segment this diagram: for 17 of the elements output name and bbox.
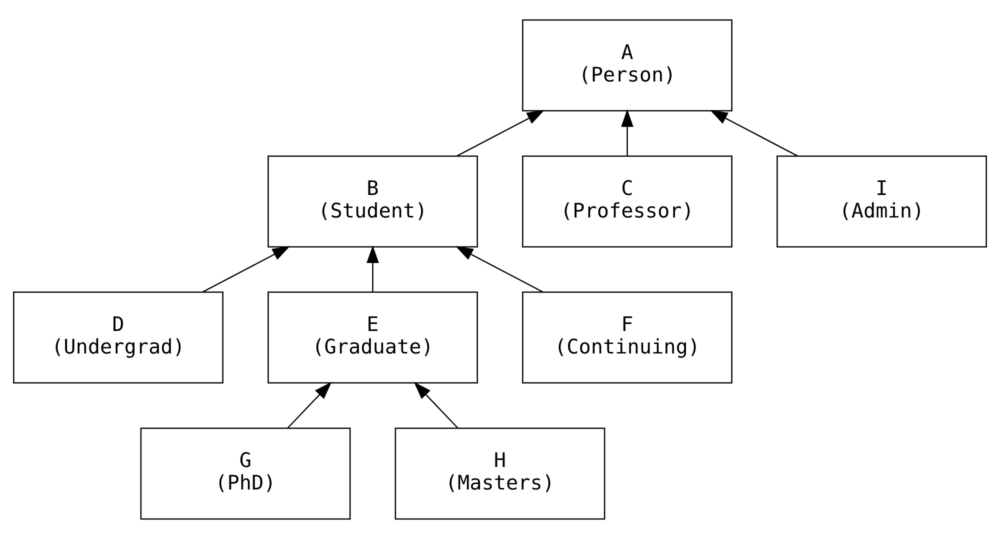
arrow — [621, 108, 634, 156]
node-box: B (Student) — [268, 154, 478, 247]
arrow — [287, 381, 332, 428]
arrow — [455, 246, 544, 292]
node-box: D (Undergrad) — [13, 291, 224, 384]
arrow — [456, 110, 545, 156]
node-box: F (Continuing) — [522, 291, 732, 384]
arrow — [414, 381, 458, 428]
node-box: E (Graduate) — [268, 291, 478, 384]
node-box: I (Admin) — [776, 154, 987, 247]
arrow — [366, 244, 379, 292]
arrow — [202, 246, 290, 292]
node-box: A (Person) — [522, 18, 732, 111]
node-box: G (PhD) — [140, 427, 351, 520]
node-box: H (Masters) — [394, 427, 606, 520]
node-box: C (Professor) — [522, 154, 732, 247]
arrow — [710, 110, 798, 156]
